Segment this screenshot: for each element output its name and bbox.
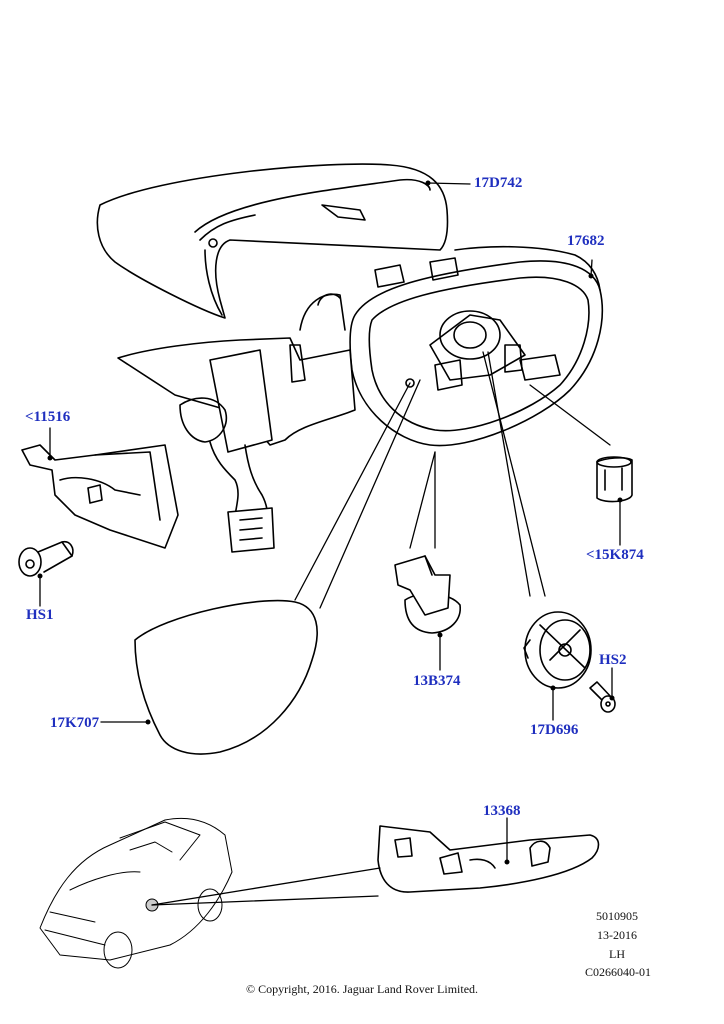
diagram-code: 5010905 [596,909,638,923]
vehicle-locator-drawing [39,817,233,969]
leader-lines [39,182,621,906]
screw-hs1-drawing [18,540,74,577]
mirror-housing-drawing [349,245,604,447]
bracket-drawing [21,444,179,549]
part-label-17d696[interactable]: 17D696 [530,722,579,738]
mirror-base-drawing [117,257,459,553]
part-label-17d742[interactable]: 17D742 [474,175,523,191]
part-label-17k707[interactable]: 17K707 [50,715,100,731]
side-indicator-drawing [377,825,600,893]
part-label-13368[interactable]: 13368 [483,803,521,819]
diagram-reference: C0266040-01 [585,965,651,979]
lamp-holder-drawing [596,456,633,503]
diagram-date: 13-2016 [597,928,637,942]
mirror-glass-drawing [134,599,318,755]
copyright-notice: © Copyright, 2016. Jaguar Land Rover Lim… [245,982,479,996]
part-label-13b374[interactable]: 13B374 [413,673,461,689]
clip-drawing [394,555,461,634]
part-label-hs2[interactable]: HS2 [599,652,627,668]
part-label-11516[interactable]: <11516 [25,409,71,425]
motor-drawing [523,611,592,689]
diagram-side: LH [609,947,625,961]
part-label-17682[interactable]: 17682 [567,233,605,249]
part-label-hs1[interactable]: HS1 [26,607,54,623]
part-label-15k874[interactable]: <15K874 [586,547,644,563]
mirror-cap-drawing [96,163,449,319]
